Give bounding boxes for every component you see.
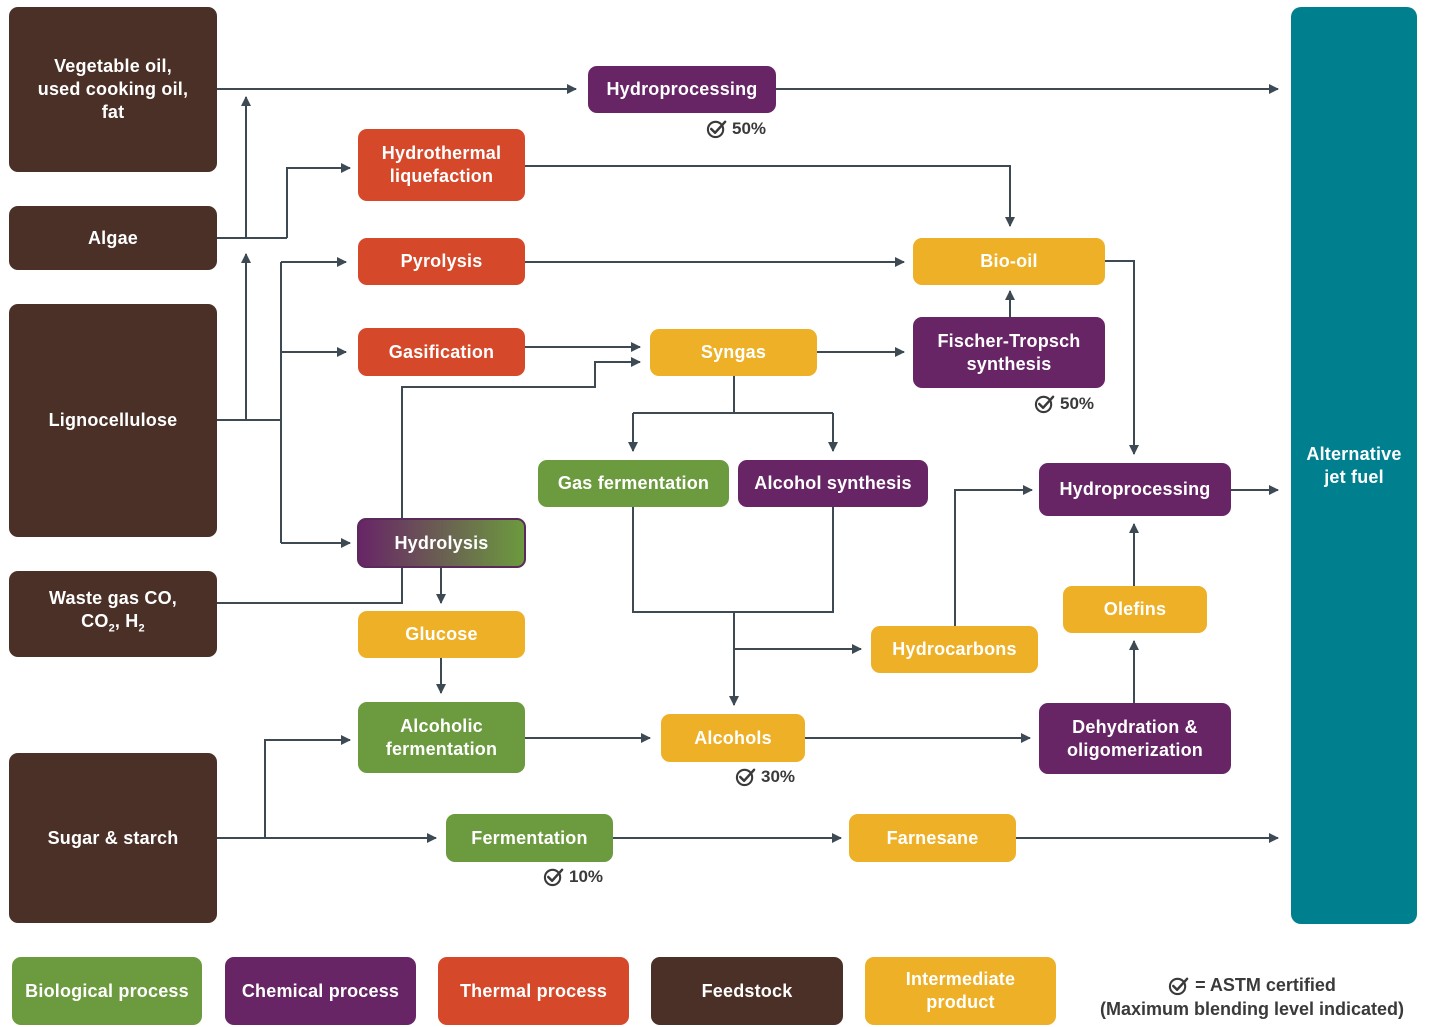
legend-intermediate: Intermediate product <box>865 957 1056 1025</box>
legend-chemical: Chemical process <box>225 957 416 1025</box>
intermediate-alcohols: Alcohols <box>661 714 805 762</box>
process-label: Alcoholic fermentation <box>385 715 498 759</box>
process-pyrolysis: Pyrolysis <box>358 238 525 285</box>
feedstock-waste-gas: Waste gas CO, CO2, H2 <box>9 571 217 657</box>
process-label: Fermentation <box>471 827 588 848</box>
intermediate-olefins: Olefins <box>1063 586 1207 633</box>
process-label: Hydroprocessing <box>606 79 758 99</box>
feedstock-label: Sugar & starch <box>47 827 179 848</box>
process-label: Gas fermentation <box>557 473 710 493</box>
cert-hydroprocessing: 50% <box>706 118 766 139</box>
process-label: Gasification <box>388 341 495 362</box>
legend-label: Chemical process <box>241 980 400 1001</box>
intermediate-bio-oil: Bio-oil <box>913 238 1105 285</box>
legend-astm-line1: = ASTM certified <box>1195 975 1336 995</box>
cert-value: 50% <box>1060 393 1095 413</box>
process-label: Hydrothermal liquefaction <box>381 143 502 186</box>
feedstock-vegetable-oil: Vegetable oil, used cooking oil, fat <box>9 7 217 172</box>
process-label: Hydrolysis <box>394 532 489 553</box>
target-label: Alternative jet fuel <box>1306 443 1402 487</box>
cert-fermentation: 10% <box>543 866 603 887</box>
legend-astm-line2: (Maximum blending level indicated) <box>1099 999 1405 1019</box>
check-badge-icon <box>1034 395 1055 414</box>
intermediate-glucose: Glucose <box>358 611 525 658</box>
process-label: Alcohol synthesis <box>754 473 912 493</box>
process-hydrothermal-liquefaction: Hydrothermal liquefaction <box>358 129 525 201</box>
check-badge-icon <box>735 768 756 787</box>
cert-alcohols: 30% <box>735 766 795 787</box>
process-dehydration-oligomerization: Dehydration & oligomerization <box>1039 703 1231 774</box>
intermediate-label: Hydrocarbons <box>892 639 1017 659</box>
feedstock-sugar-starch: Sugar & starch <box>9 753 217 923</box>
intermediate-label: Bio-oil <box>980 251 1038 271</box>
process-label: Hydroprocessing <box>1059 479 1211 499</box>
legend-label: Intermediate product <box>905 969 1016 1012</box>
check-badge-icon <box>706 120 727 139</box>
intermediate-label: Glucose <box>405 624 478 644</box>
process-hydroprocessing-mid: Hydroprocessing <box>1039 463 1231 516</box>
feedstock-label: Vegetable oil, used cooking oil, fat <box>37 56 189 122</box>
feedstock-label: Algae <box>87 227 139 248</box>
check-badge-icon <box>543 868 564 887</box>
process-gas-fermentation: Gas fermentation <box>538 460 729 507</box>
legend-thermal: Thermal process <box>438 957 629 1025</box>
intermediate-farnesane: Farnesane <box>849 814 1016 862</box>
intermediate-label: Farnesane <box>886 827 979 848</box>
process-hydrolysis: Hydrolysis <box>357 518 526 568</box>
intermediate-hydrocarbons: Hydrocarbons <box>871 626 1038 673</box>
cert-value: 50% <box>732 118 767 138</box>
intermediate-label: Syngas <box>700 342 767 362</box>
cert-fischer-tropsch: 50% <box>1034 393 1094 414</box>
target-alternative-jet-fuel: Alternative jet fuel <box>1291 7 1417 924</box>
intermediate-syngas: Syngas <box>650 329 817 376</box>
process-label: Fischer-Tropsch synthesis <box>937 330 1081 374</box>
legend-label: Thermal process <box>459 980 608 1001</box>
legend-biological: Biological process <box>12 957 202 1025</box>
feedstock-lignocellulose: Lignocellulose <box>9 304 217 537</box>
process-alcohol-synthesis: Alcohol synthesis <box>738 460 928 507</box>
feedstock-algae: Algae <box>9 206 217 270</box>
process-label: Dehydration & oligomerization <box>1066 716 1203 760</box>
legend-label: Biological process <box>25 980 189 1001</box>
legend-feedstock: Feedstock <box>651 957 843 1025</box>
check-badge-icon <box>1168 977 1189 995</box>
process-gasification: Gasification <box>358 328 525 376</box>
process-fischer-tropsch: Fischer-Tropsch synthesis <box>913 317 1105 388</box>
legend-label: Feedstock <box>701 980 793 1001</box>
intermediate-label: Olefins <box>1103 599 1167 619</box>
process-label: Pyrolysis <box>400 251 483 271</box>
process-fermentation: Fermentation <box>446 814 613 862</box>
intermediate-label: Alcohols <box>694 727 772 748</box>
process-alcoholic-fermentation: Alcoholic fermentation <box>358 702 525 773</box>
cert-value: 10% <box>569 866 604 886</box>
feedstock-label: Lignocellulose <box>48 410 178 430</box>
process-hydroprocessing-top: Hydroprocessing <box>588 66 776 113</box>
feedstock-label: Waste gas CO, CO2, H2 <box>49 588 177 635</box>
legend-astm-note: = ASTM certified (Maximum blending level… <box>1072 973 1432 1021</box>
cert-value: 30% <box>761 766 796 786</box>
